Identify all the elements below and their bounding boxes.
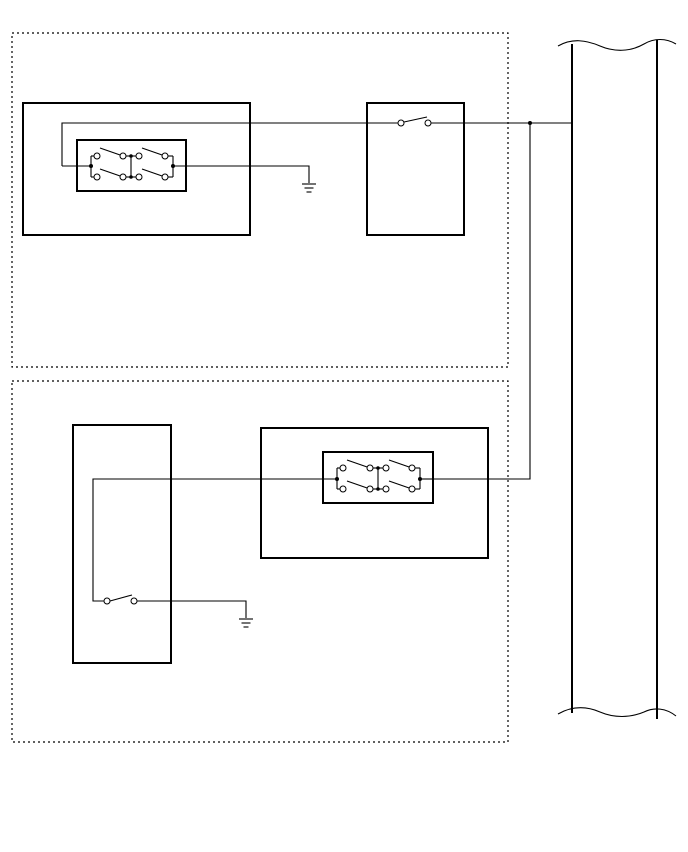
upper-contact xyxy=(161,173,169,181)
lower-left-switch-blade xyxy=(109,594,133,602)
lower-contact xyxy=(382,464,390,472)
lower-left-contact xyxy=(130,597,138,605)
lower-contact xyxy=(382,485,390,493)
upper-right-contact xyxy=(424,119,432,127)
upper-contact xyxy=(93,152,101,160)
lower-switch-blade-2 xyxy=(388,459,413,469)
lower-contact xyxy=(366,485,374,493)
lower-switch-blade-1 xyxy=(346,459,371,469)
lower-ground-icon xyxy=(239,618,253,628)
upper-left-unit-box xyxy=(22,102,251,236)
lower-junction-node xyxy=(376,466,380,470)
lower-switch-blade-3 xyxy=(346,480,371,490)
upper-contact xyxy=(135,152,143,160)
lower-ground-wire xyxy=(137,600,247,618)
bus-bar-bottom-break xyxy=(557,707,677,718)
upper-junction-node xyxy=(89,164,93,168)
lower-switch-blade-4 xyxy=(388,480,413,490)
upper-contact xyxy=(161,152,169,160)
lower-left-contact xyxy=(103,597,111,605)
lower-circuit-wiring xyxy=(92,459,433,628)
lower-junction-node xyxy=(418,477,422,481)
upper-contact xyxy=(93,173,101,181)
lower-contact xyxy=(339,464,347,472)
lower-junction-node xyxy=(376,487,380,491)
lower-left-unit-box xyxy=(72,424,172,664)
lower-right-unit-box xyxy=(260,427,489,559)
upper-ground-wire xyxy=(173,165,310,183)
feeder-wire-to-lower-circuit xyxy=(433,123,531,480)
upper-ground-icon xyxy=(302,183,316,193)
upper-main-wire-left xyxy=(61,122,401,166)
upper-contact xyxy=(135,173,143,181)
upper-switch-blade-4 xyxy=(141,168,166,178)
upper-switch-blade-3 xyxy=(99,168,124,178)
upper-junction-node xyxy=(129,175,133,179)
lower-dotted-enclosure xyxy=(11,380,509,743)
bus-bar xyxy=(557,38,677,719)
upper-switch-blade-1 xyxy=(99,147,124,157)
upper-contact xyxy=(119,152,127,160)
bus-bar-top-break xyxy=(557,38,677,51)
lower-contact xyxy=(339,485,347,493)
upper-junction-node xyxy=(129,154,133,158)
lower-contact xyxy=(366,464,374,472)
upper-right-unit-box xyxy=(366,102,465,236)
lower-main-wire xyxy=(92,478,337,602)
lower-switch-bank-box xyxy=(322,451,434,504)
upper-right-switch-blade xyxy=(403,116,428,123)
lower-junction-node xyxy=(335,477,339,481)
upper-switch-blade-2 xyxy=(141,147,166,157)
upper-contact xyxy=(119,173,127,181)
upper-circuit-wiring xyxy=(61,116,572,193)
lower-contact xyxy=(408,485,416,493)
upper-dotted-enclosure xyxy=(11,32,509,368)
lower-contact xyxy=(408,464,416,472)
upper-right-contact xyxy=(397,119,405,127)
